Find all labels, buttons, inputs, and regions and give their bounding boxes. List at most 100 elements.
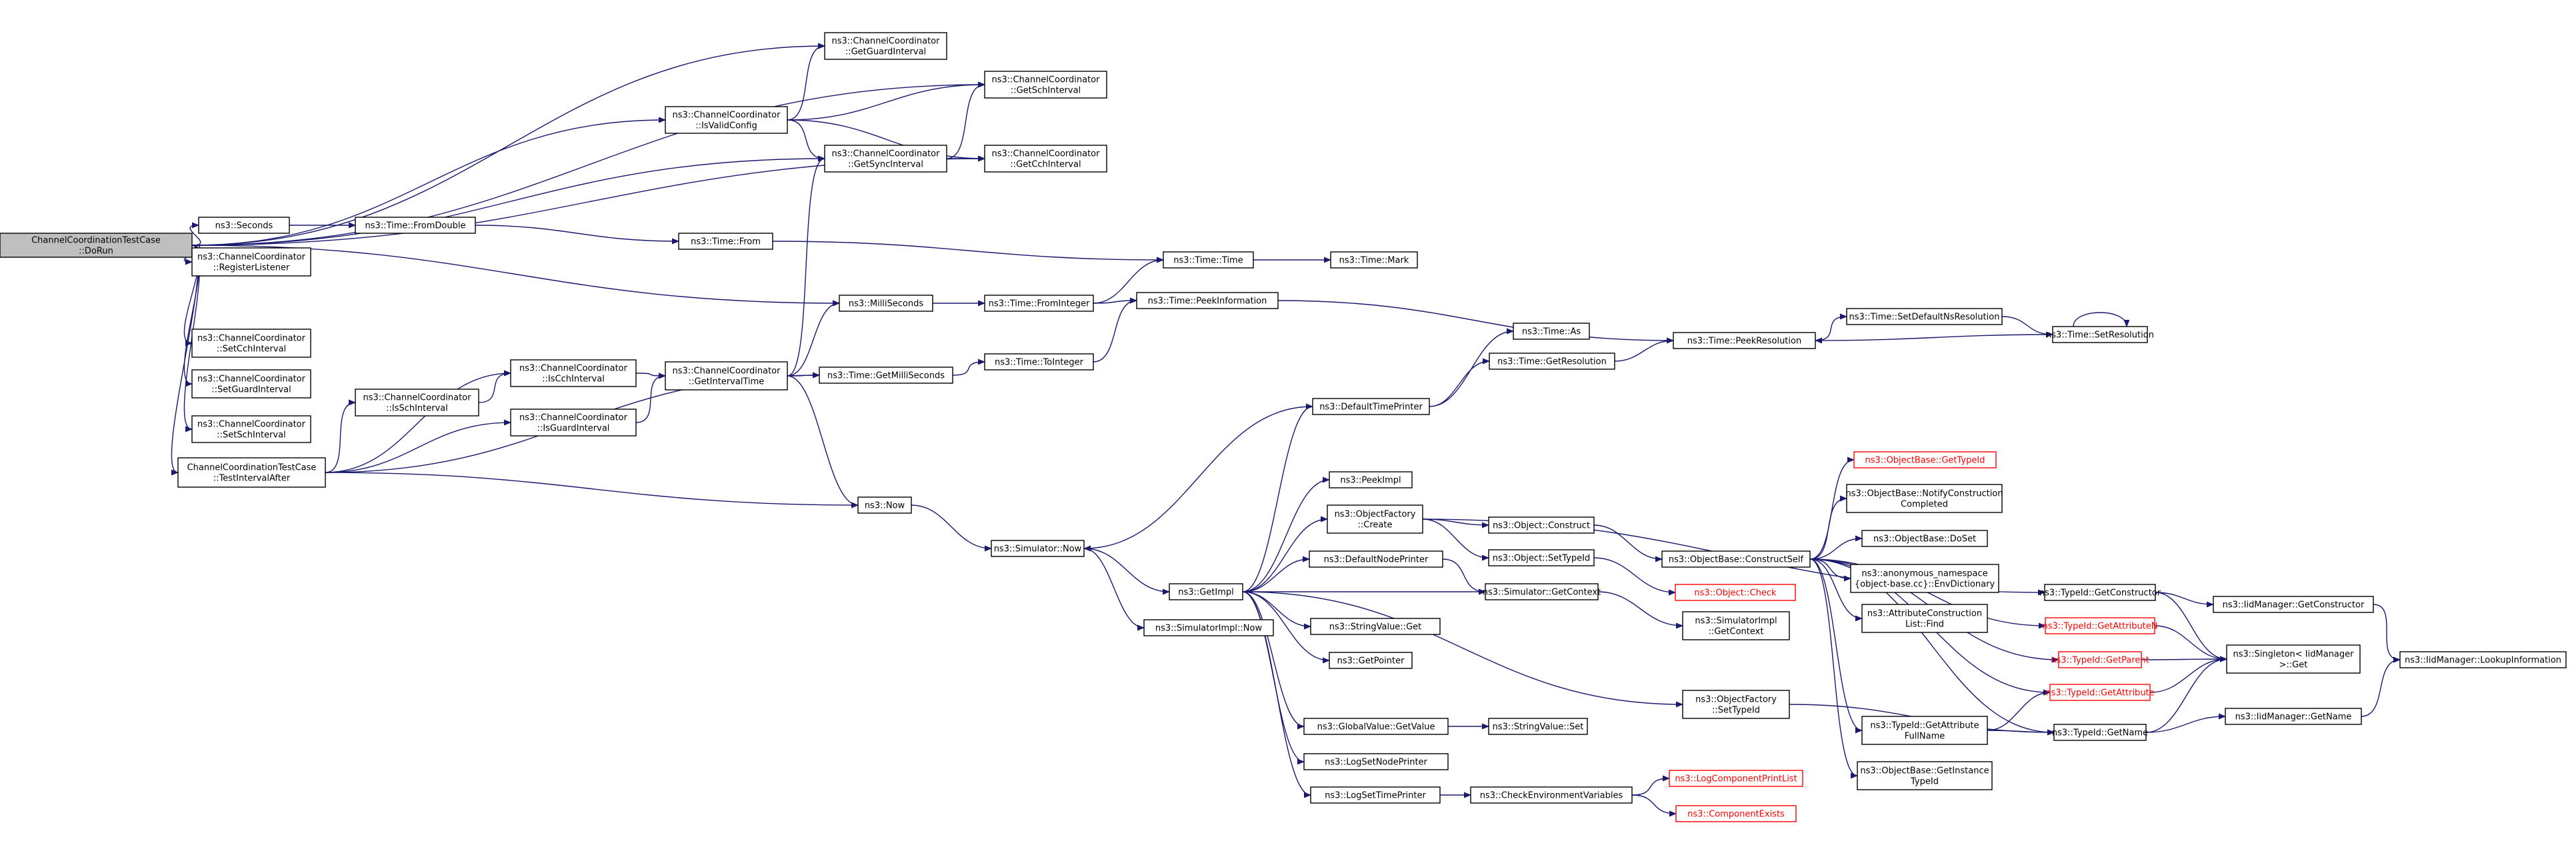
node-setRes[interactable]: ns3::Time::SetResolution (2046, 326, 2154, 343)
node-testAfter[interactable]: ChannelCoordinationTestCase::TestInterva… (177, 457, 326, 488)
node-getMilli[interactable]: ns3::Time::GetMilliSeconds (819, 367, 953, 384)
node-root: ChannelCoordinationTestCase::DoRun (0, 233, 193, 258)
node-defTimePrinter[interactable]: ns3::DefaultTimePrinter (1312, 398, 1430, 415)
edge-path (772, 241, 1165, 263)
node-box (355, 389, 479, 417)
node-peekImpl[interactable]: ns3::PeekImpl (1329, 471, 1413, 488)
edge-path (2373, 604, 2401, 663)
node-timeAs[interactable]: ns3::Time::As (1513, 323, 1590, 340)
node-isCch[interactable]: ns3::ChannelCoordinator::IsCchInterval (510, 359, 637, 387)
node-box (665, 106, 788, 134)
node-label: ns3::Time::FromInteger (989, 299, 1090, 309)
node-strSet[interactable]: ns3::StringValue::Set (1488, 718, 1588, 735)
node-simImplNow[interactable]: ns3::SimulatorImpl::Now (1143, 619, 1274, 636)
node-toInteger[interactable]: ns3::Time::ToInteger (984, 353, 1094, 371)
node-fromInteger[interactable]: ns3::Time::FromInteger (984, 295, 1094, 312)
node-label: ns3::anonymous_namespace (1861, 569, 1987, 579)
node-obNotify[interactable]: ns3::ObjectBase::NotifyConstructionCompl… (1846, 484, 2003, 513)
node-getInterval[interactable]: ns3::ChannelCoordinator::GetIntervalTime (665, 361, 788, 391)
node-defNodePrinter[interactable]: ns3::DefaultNodePrinter (1309, 550, 1443, 568)
node-simGetContext[interactable]: ns3::Simulator::GetContext (1483, 583, 1601, 600)
node-box (1327, 504, 1423, 534)
edge-root-to-seconds (189, 222, 201, 246)
node-box (2049, 684, 2151, 701)
node-tidGetCtor[interactable]: ns3::TypeId::GetConstructor (2039, 584, 2161, 601)
node-iidGetCtor[interactable]: ns3::IidManager::GetConstructor (2213, 596, 2374, 613)
node-isValid[interactable]: ns3::ChannelCoordinator::IsValidConfig (665, 106, 788, 134)
node-timeTime[interactable]: ns3::Time::Time (1163, 251, 1254, 269)
node-timeFrom[interactable]: ns3::Time::From (678, 233, 773, 250)
node-peekRes[interactable]: ns3::Time::PeekResolution (1673, 332, 1816, 349)
node-box (2044, 584, 2156, 601)
node-box (1673, 332, 1816, 349)
node-box (1861, 604, 1988, 633)
node-compExists[interactable]: ns3::ComponentExists (1675, 805, 1797, 822)
node-obConstructSelf[interactable]: ns3::ObjectBase::ConstructSelf (1661, 550, 1811, 568)
node-getCch[interactable]: ns3::ChannelCoordinator::GetCchInterval (984, 145, 1107, 173)
edge-obConstructSelf-to-attrFind (1809, 558, 1863, 622)
edge-testAfter-to-isGuard (325, 419, 512, 473)
node-tidGetAttr[interactable]: ns3::TypeId::GetAttribute (2045, 684, 2155, 701)
node-simNow[interactable]: ns3::Simulator::Now (991, 540, 1085, 557)
node-isSch[interactable]: ns3::ChannelCoordinator::IsSchInterval (355, 389, 479, 417)
node-fromDouble[interactable]: ns3::Time::FromDouble (355, 217, 476, 234)
node-checkEnv[interactable]: ns3::CheckEnvironmentVariables (1470, 786, 1633, 804)
node-strGet[interactable]: ns3::StringValue::Get (1310, 618, 1441, 635)
node-singletonGet[interactable]: ns3::Singleton< IidManager>::Get (2226, 644, 2361, 674)
node-logCompPrint[interactable]: ns3::LogComponentPrintList (1669, 770, 1803, 787)
node-label: ns3::IidManager::GetConstructor (2223, 600, 2365, 610)
node-setCch[interactable]: ns3::ChannelCoordinator::SetCchInterval (191, 329, 311, 358)
node-objConstruct[interactable]: ns3::Object::Construct (1488, 516, 1595, 534)
node-setSch[interactable]: ns3::ChannelCoordinator::SetSchInterval (191, 415, 311, 443)
node-simImplGetContext[interactable]: ns3::SimulatorImpl::GetContext (1682, 611, 1790, 640)
node-box (510, 409, 637, 436)
node-box (191, 329, 311, 358)
node-getImpl[interactable]: ns3::GetImpl (1169, 583, 1243, 600)
edge-path (1242, 476, 1331, 592)
node-regListener[interactable]: ns3::ChannelCoordinator::RegisterListene… (191, 247, 311, 277)
node-label: ns3::IidManager::LookupInformation (2405, 656, 2561, 666)
node-label: ns3::GlobalValue::GetValue (1317, 722, 1435, 732)
node-label: ns3::ChannelCoordinator (197, 375, 306, 385)
edge-path (1593, 524, 1663, 562)
node-getPointer[interactable]: ns3::GetPointer (1329, 652, 1413, 669)
node-ofSetTypeId[interactable]: ns3::ObjectFactory::SetTypeId (1682, 690, 1790, 719)
node-setGuard[interactable]: ns3::ChannelCoordinator::SetGuardInterva… (191, 369, 311, 399)
node-getSch[interactable]: ns3::ChannelCoordinator::GetSchInterval (984, 71, 1107, 99)
node-gvGetValue[interactable]: ns3::GlobalValue::GetValue (1303, 718, 1449, 735)
node-box (839, 295, 933, 312)
node-logSetNode[interactable]: ns3::LogSetNodePrinter (1303, 753, 1449, 770)
edge-simNow-to-getImpl (1083, 548, 1171, 595)
node-getRes[interactable]: ns3::Time::GetResolution (1489, 353, 1615, 370)
node-tidGetAttrN[interactable]: ns3::TypeId::GetAttributeN (2042, 617, 2158, 634)
node-tidGetParent[interactable]: ns3::TypeId::GetParent (2051, 651, 2149, 668)
node-objSetTypeId[interactable]: ns3::Object::SetTypeId (1488, 549, 1595, 566)
edge-path (1422, 518, 1490, 561)
edge-getImpl-to-defTimePrinter (1242, 403, 1314, 592)
edge-checkEnv-to-logCompPrint (1631, 775, 1671, 796)
edge-tidGetName-to-singletonGet (2145, 656, 2228, 733)
node-getSync[interactable]: ns3::ChannelCoordinator::GetSyncInterval (824, 145, 947, 173)
node-logSetTime[interactable]: ns3::LogSetTimePrinter (1310, 786, 1441, 804)
node-setDefRes[interactable]: ns3::Time::SetDefaultNsResolution (1846, 308, 2003, 325)
node-obDoSet[interactable]: ns3::ObjectBase::DoSet (1861, 530, 1988, 547)
edge-path (325, 472, 859, 508)
node-timeMark[interactable]: ns3::Time::Mark (1330, 251, 1418, 269)
node-envDict[interactable]: ns3::anonymous_namespace{object-base.cc}… (1850, 564, 1999, 593)
node-obGetTypeId[interactable]: ns3::ObjectBase::GetTypeId (1853, 451, 1997, 468)
node-seconds[interactable]: ns3::Seconds (198, 217, 290, 234)
node-ofCreate[interactable]: ns3::ObjectFactory::Create (1327, 504, 1423, 534)
node-peekInfo[interactable]: ns3::Time::PeekInformation (1136, 292, 1279, 309)
node-nsNow[interactable]: ns3::Now (857, 496, 912, 514)
node-objCheck[interactable]: ns3::Object::Check (1675, 584, 1796, 601)
node-tidGetName[interactable]: ns3::TypeId::GetName (2052, 724, 2148, 741)
node-getGuard[interactable]: ns3::ChannelCoordinator::GetGuardInterva… (824, 32, 947, 60)
node-milli[interactable]: ns3::MilliSeconds (839, 295, 933, 312)
node-isGuard[interactable]: ns3::ChannelCoordinator::IsGuardInterval (510, 409, 637, 436)
node-label: ns3::Time::GetMilliSeconds (827, 371, 945, 381)
node-iidLookup[interactable]: ns3::IidManager::LookupInformation (2399, 651, 2567, 668)
node-iidGetName[interactable]: ns3::IidManager::GetName (2225, 708, 2362, 725)
